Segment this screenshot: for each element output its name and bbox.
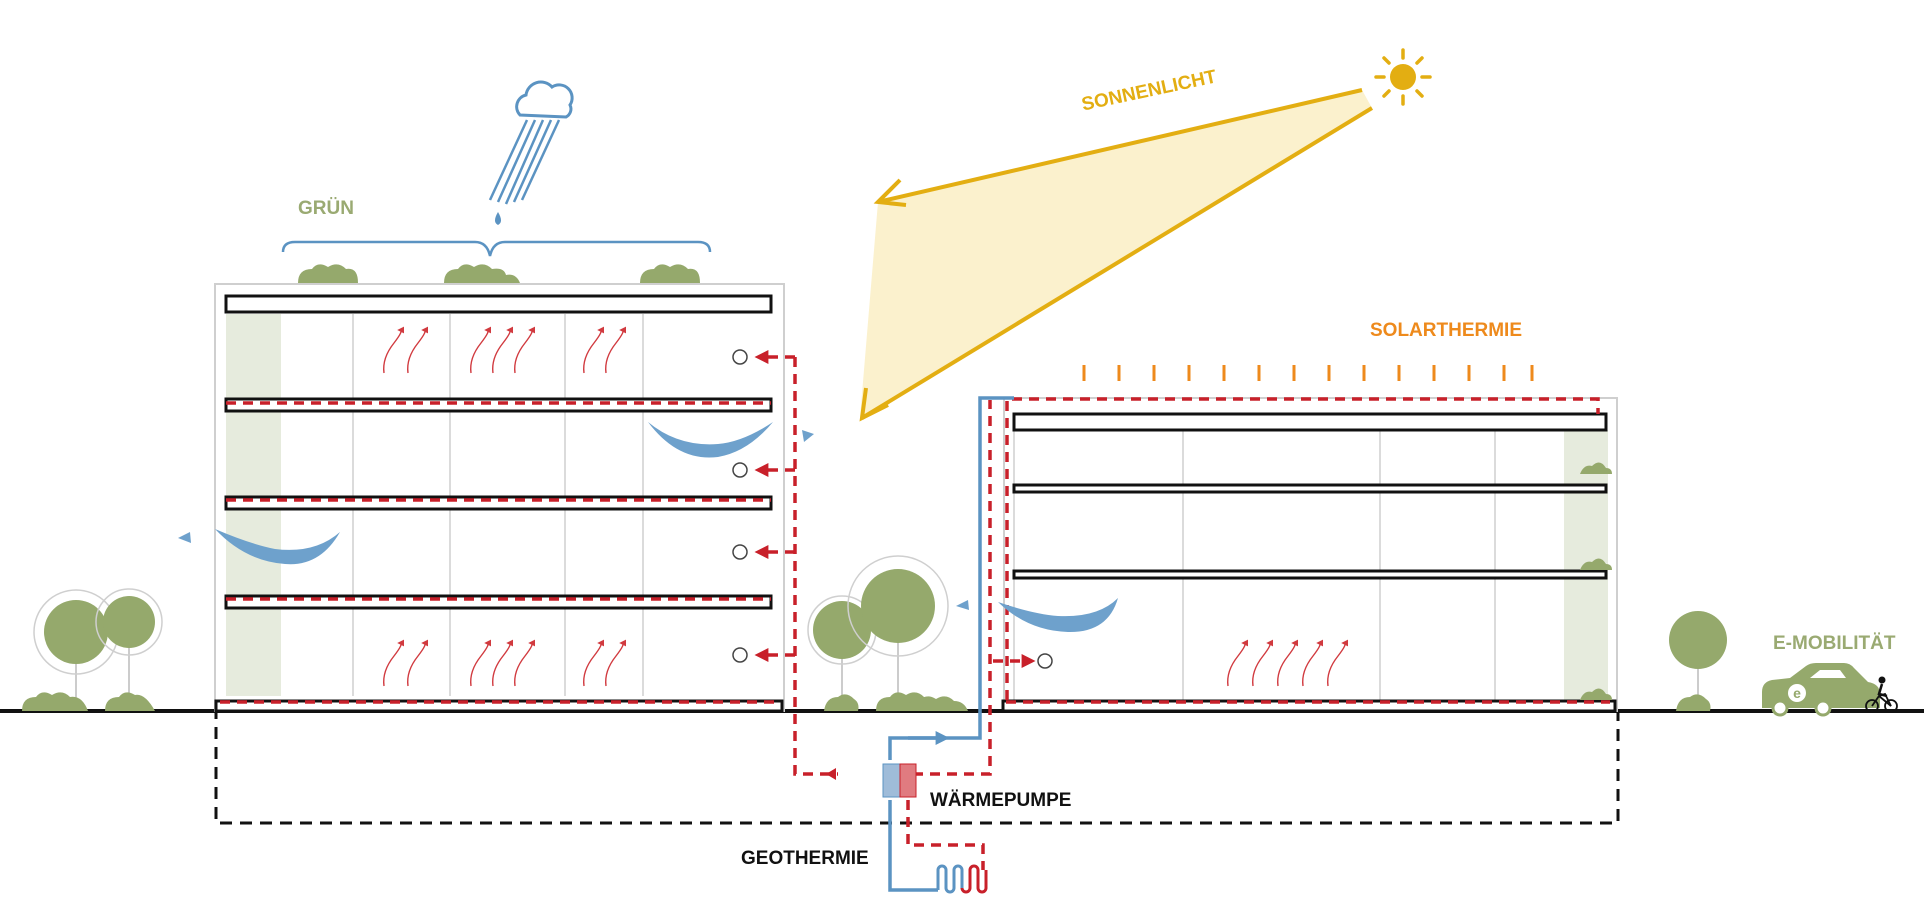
tree-icon [33, 555, 1727, 700]
underground-boundary [214, 709, 1620, 825]
heating-lines [220, 350, 1610, 870]
bicycle-icon [1865, 676, 1898, 713]
sun-beam [859, 88, 1374, 422]
roof-shrubs [298, 264, 1612, 700]
vent-circles [732, 349, 1053, 669]
label-waermepumpe: WÄRMEPUMPE [930, 790, 1072, 811]
rain-streaks [488, 119, 561, 225]
solar-ticks [1082, 365, 1534, 381]
svg-text:e: e [1793, 685, 1801, 701]
label-gruen: GRÜN [298, 198, 354, 219]
building-right [1001, 397, 1618, 713]
rising-heat-arrows [383, 326, 1349, 687]
heat-pump-icon [882, 763, 917, 798]
cold-water-line [888, 396, 1014, 892]
car-icon: e [1762, 663, 1880, 717]
label-e-mobilitaet: E-MOBILITÄT [1773, 633, 1896, 654]
cloud-icon [515, 80, 574, 119]
green-roof-brace [281, 240, 712, 257]
air-flow-swooshes [178, 422, 1118, 633]
shrub-icon [22, 692, 1711, 711]
sun-icon [1374, 48, 1432, 106]
building-left [214, 283, 785, 713]
label-solarthermie: SOLARTHERMIE [1370, 320, 1522, 341]
label-geothermie: GEOTHERMIE [741, 848, 869, 869]
geothermal-coil-icon [936, 864, 988, 894]
